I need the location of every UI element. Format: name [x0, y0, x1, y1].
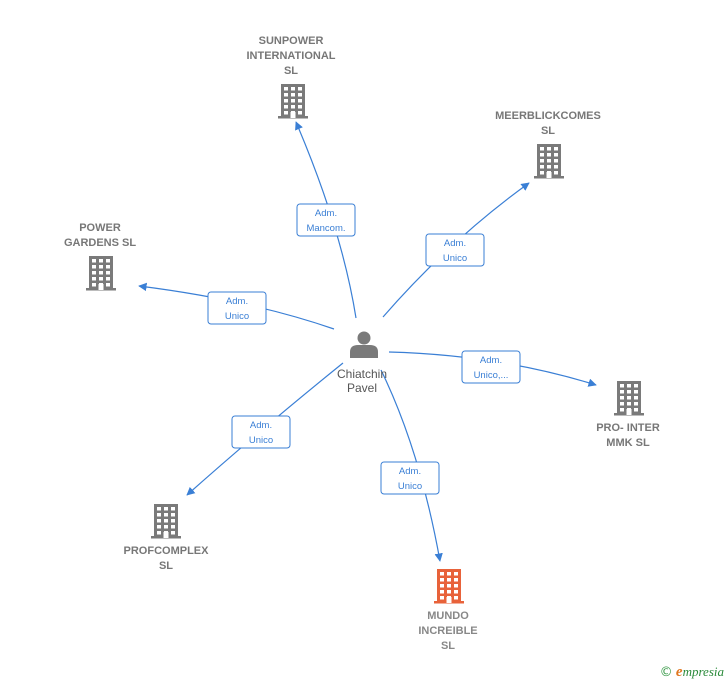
company-name-line: MUNDO [427, 610, 469, 622]
relation-label-line: Adm. [399, 466, 421, 477]
relation-label[interactable]: Adm. Unico [380, 461, 440, 495]
relation-label[interactable]: Adm. Unico [207, 291, 267, 325]
relation-label-line: Unico [443, 253, 467, 264]
company-name-line: POWER [79, 222, 121, 234]
company-name-line: SUNPOWER [259, 35, 324, 47]
relation-box [461, 350, 521, 384]
relation-label-line: Mancom. [306, 223, 345, 234]
company-name-line: MEERBLICKCOMES [495, 110, 601, 122]
footer-brand: © empresia [660, 664, 724, 681]
company-name-line: PRO- INTER [596, 422, 660, 434]
relation-label[interactable]: Adm. Mancom. [296, 203, 356, 237]
relation-box [425, 233, 485, 267]
building-icon [614, 381, 644, 416]
company-name-line: INCREIBLE [418, 625, 477, 637]
edge-profcomplex: Adm. Unico [186, 362, 344, 496]
person-name-line: Chiatchin [337, 367, 387, 381]
relation-label-line: Adm. [250, 420, 272, 431]
brand-initial: e [675, 664, 683, 680]
company-name-line: SL [284, 65, 298, 77]
building-icon [86, 256, 116, 291]
company-name-line: INTERNATIONAL [246, 50, 335, 62]
relation-label-line: Unico [225, 311, 249, 322]
company-name-line: SL [541, 125, 555, 137]
edge-power-gardens: Adm. Unico [138, 282, 335, 330]
edge-line [380, 369, 443, 562]
company-name-line: SL [441, 640, 455, 652]
edge-pro-inter: Adm. Unico,... [388, 350, 597, 387]
relation-label-line: Adm. [480, 355, 502, 366]
company-node-pro-inter[interactable]: PRO- INTER MMK SL [596, 381, 660, 449]
company-name-line: MMK SL [606, 437, 650, 449]
building-icon [434, 569, 464, 604]
relation-label[interactable]: Adm. Unico [231, 415, 291, 449]
relation-box [207, 291, 267, 325]
building-icon [151, 504, 181, 539]
relation-box [231, 415, 291, 449]
building-icon [534, 144, 564, 179]
company-name-line: PROFCOMPLEX [124, 545, 210, 557]
relation-label-line: Adm. [315, 208, 337, 219]
edge-mundo: Adm. Unico [380, 369, 443, 562]
nodes-layer: SUNPOWERINTERNATIONALSLMEERBLICKCOMESSLP… [64, 35, 660, 652]
relation-label-line: Unico,... [474, 370, 509, 381]
company-node-mundo[interactable]: MUNDO INCREIBLE SL [418, 569, 478, 652]
brand-name: mpresia [682, 664, 724, 679]
relation-box [296, 203, 356, 237]
copyright-icon: © [659, 665, 673, 680]
relation-label-line: Unico [249, 435, 273, 446]
company-name-line: SL [159, 560, 173, 572]
edges-layer: Adm.Mancom.Adm.UnicoAdm.UnicoAdm.Unico,.… [138, 121, 597, 562]
person-name-line: Pavel [347, 381, 377, 395]
company-node-meerblick[interactable]: MEERBLICKCOMES SL [495, 110, 601, 179]
relation-label-line: Adm. [226, 296, 248, 307]
relation-box [380, 461, 440, 495]
company-node-profcomplex[interactable]: PROFCOMPLEX SL [124, 504, 210, 572]
company-node-power-gardens[interactable]: POWER GARDENS SL [64, 222, 136, 291]
building-icon [278, 84, 308, 119]
relation-label[interactable]: Adm. Unico [425, 233, 485, 267]
edge-sunpower: Adm. Mancom. [295, 121, 357, 319]
person-icon [350, 331, 378, 358]
company-name-line: GARDENS SL [64, 237, 136, 249]
edge-meerblick: Adm. Unico [382, 182, 530, 318]
relation-label[interactable]: Adm. Unico,... [461, 350, 521, 384]
company-node-sunpower[interactable]: SUNPOWER INTERNATIONAL SL [246, 35, 336, 119]
relation-label-line: Adm. [444, 238, 466, 249]
relation-label-line: Unico [398, 481, 422, 492]
